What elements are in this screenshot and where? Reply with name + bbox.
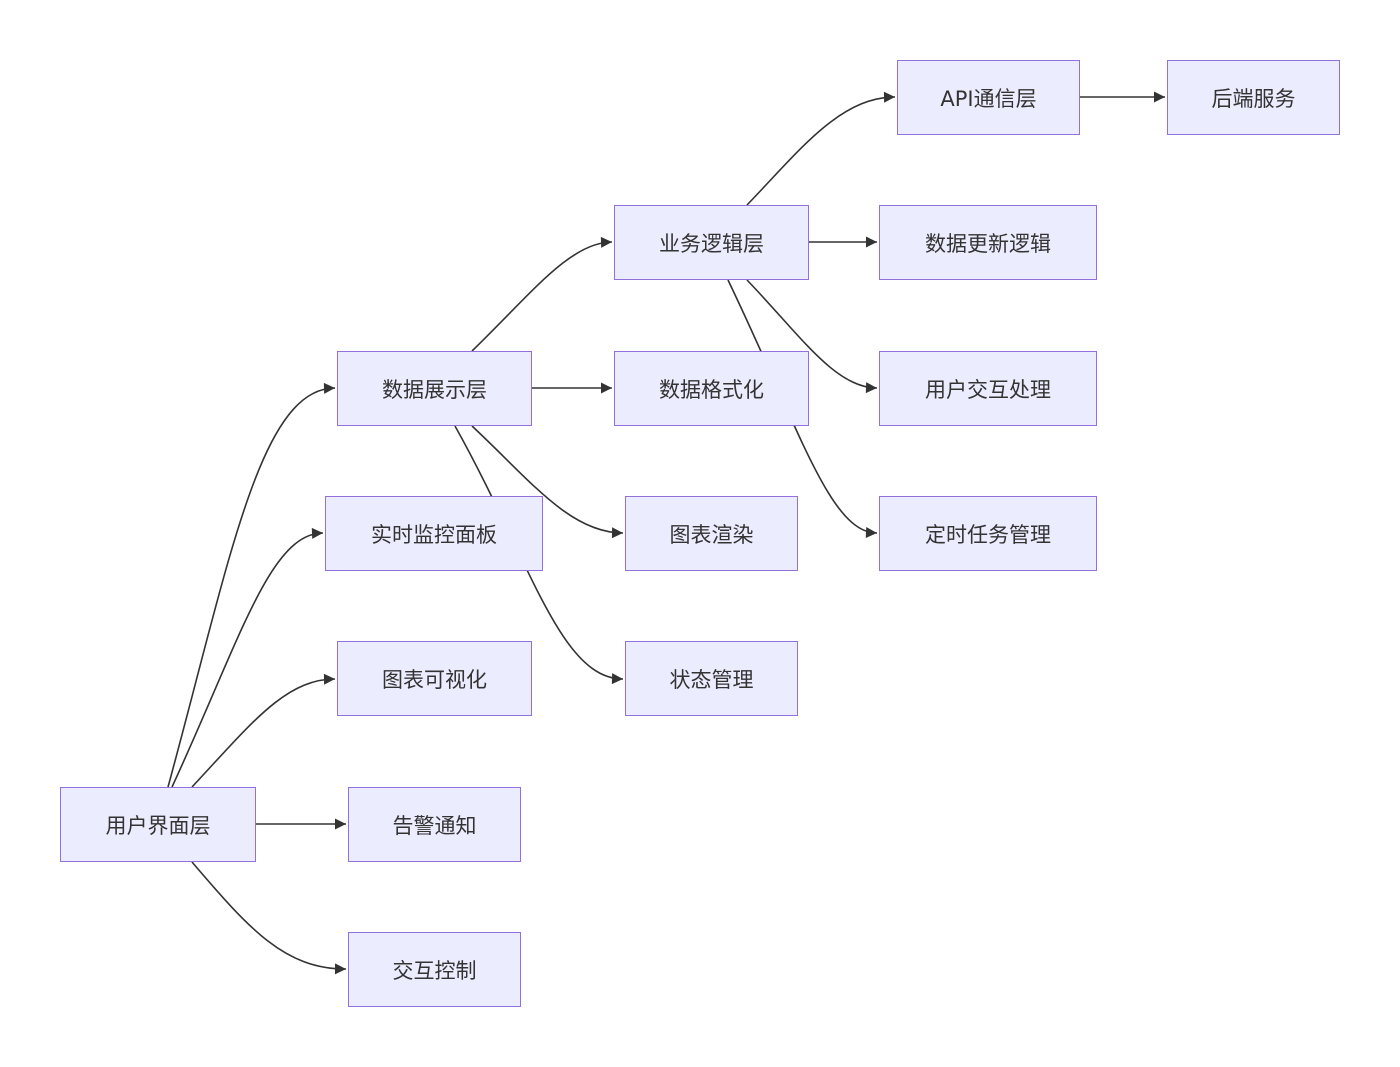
arrowhead-display-to-biz bbox=[600, 236, 612, 248]
node-user-interaction-handling[interactable]: 用户交互处理 bbox=[879, 351, 1097, 426]
arrowhead-ui-to-alert bbox=[335, 818, 346, 830]
node-interaction-control[interactable]: 交互控制 bbox=[348, 932, 521, 1007]
edge-display-to-state bbox=[454, 425, 624, 680]
arrowhead-display-to-format bbox=[601, 382, 612, 394]
edge-group bbox=[167, 91, 1165, 975]
node-backend-service[interactable]: 后端服务 bbox=[1167, 60, 1340, 135]
node-data-formatting[interactable]: 数据格式化 bbox=[614, 351, 809, 426]
node-state-management[interactable]: 状态管理 bbox=[625, 641, 798, 716]
arrowhead-biz-to-api bbox=[883, 91, 895, 103]
edge-ui-to-monitor bbox=[171, 532, 324, 788]
edge-display-to-render bbox=[471, 425, 624, 534]
node-chart-rendering[interactable]: 图表渲染 bbox=[625, 496, 798, 571]
edge-display-to-biz bbox=[471, 241, 613, 352]
node-scheduled-task-management[interactable]: 定时任务管理 bbox=[879, 496, 1097, 571]
node-data-update-logic[interactable]: 数据更新逻辑 bbox=[879, 205, 1097, 280]
edge-biz-to-userint bbox=[746, 279, 878, 389]
node-alert-notification[interactable]: 告警通知 bbox=[348, 787, 521, 862]
edge-ui-to-interact bbox=[191, 861, 347, 970]
node-api-communication-layer[interactable]: API通信层 bbox=[897, 60, 1080, 135]
edge-biz-to-api bbox=[746, 96, 896, 206]
node-data-display-layer[interactable]: 数据展示层 bbox=[337, 351, 532, 426]
arrowhead-ui-to-monitor bbox=[311, 527, 323, 539]
arrowhead-api-to-backend bbox=[1154, 91, 1165, 103]
node-user-interface-layer[interactable]: 用户界面层 bbox=[60, 787, 256, 862]
node-business-logic-layer[interactable]: 业务逻辑层 bbox=[614, 205, 809, 280]
edge-biz-to-timer bbox=[727, 279, 878, 534]
edge-ui-to-chartviz bbox=[191, 678, 336, 788]
arrowhead-biz-to-userint bbox=[865, 382, 877, 394]
arrowhead-display-to-render bbox=[611, 527, 623, 539]
node-realtime-monitor-panel[interactable]: 实时监控面板 bbox=[325, 496, 543, 571]
arrowhead-display-to-state bbox=[611, 673, 623, 685]
node-chart-visualization[interactable]: 图表可视化 bbox=[337, 641, 532, 716]
arrowhead-biz-to-timer bbox=[865, 526, 877, 538]
arrowhead-ui-to-display bbox=[323, 382, 335, 394]
arrowhead-biz-to-update bbox=[866, 236, 877, 248]
arrowhead-ui-to-chartviz bbox=[323, 673, 335, 685]
edge-ui-to-display bbox=[167, 387, 336, 788]
arrowhead-ui-to-interact bbox=[334, 963, 346, 975]
